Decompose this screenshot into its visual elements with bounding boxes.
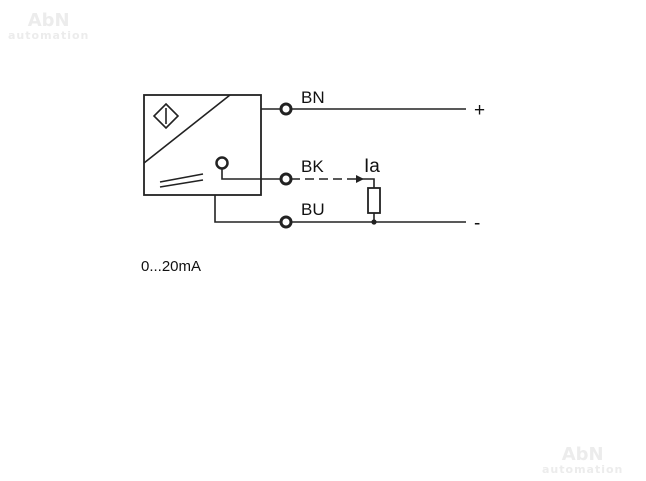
terminal-bn: [279, 102, 293, 116]
label-ia: Ia: [364, 156, 380, 177]
label-bk: BK: [301, 157, 324, 176]
sensor-body: [143, 94, 262, 196]
output-range-label: 0...20mA: [141, 258, 202, 275]
load-resistor: [367, 187, 381, 214]
label-minus: -: [474, 213, 480, 234]
watermark-top-left: AbN automation: [8, 10, 90, 42]
inductive-sensor-icon: [152, 102, 180, 130]
label-plus: +: [474, 100, 485, 121]
output-symbol-icon: [159, 156, 229, 188]
wire-bn: [261, 102, 466, 116]
watermark-bottom-right: AbN automation: [542, 444, 624, 476]
label-bu: BU: [301, 200, 325, 219]
terminal-bu: [279, 215, 293, 229]
label-bn: BN: [301, 88, 325, 107]
wire-bu: [214, 195, 466, 229]
terminal-bk: [279, 172, 293, 186]
wire-bk: [221, 168, 381, 225]
